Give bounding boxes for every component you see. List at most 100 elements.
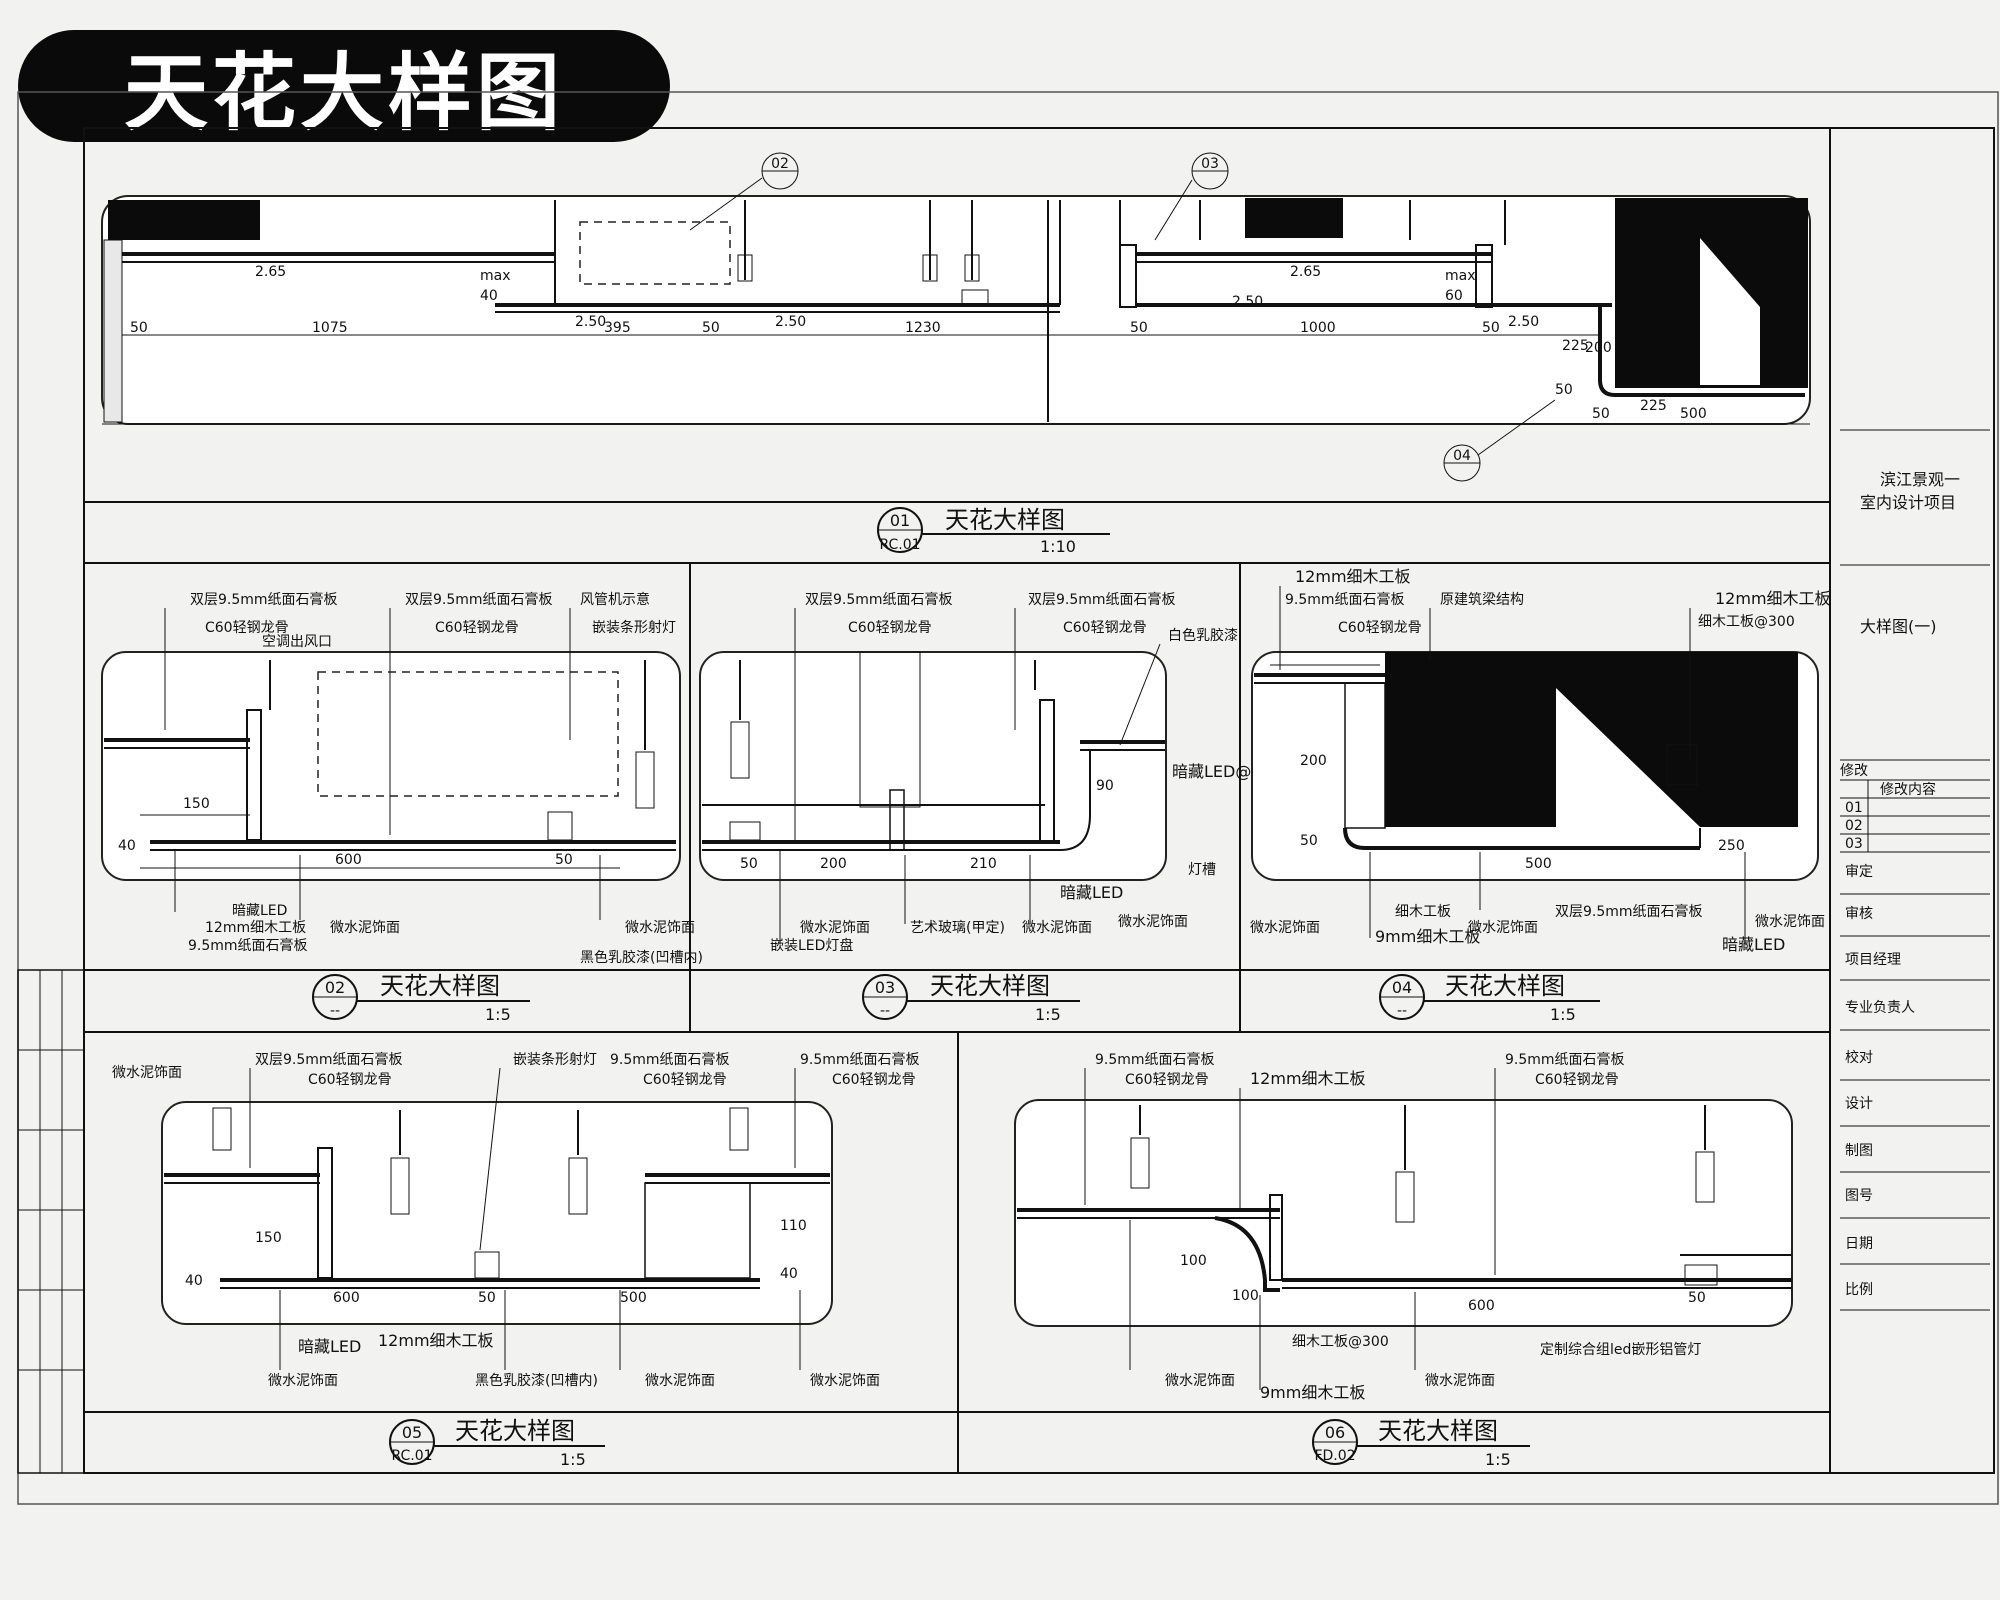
dim-01-r: 2.50 (1508, 314, 1539, 330)
label-02-b: C60轻钢龙骨 (205, 620, 289, 636)
detail-02-name: 天花大样图 (380, 972, 500, 1000)
label-04-a: 12mm细木工板 (1295, 567, 1411, 586)
dim-03-210: 210 (970, 856, 997, 872)
label-05-a: 微水泥饰面 (112, 1065, 182, 1081)
detail-06-ref: FD.02 (1314, 1448, 1355, 1464)
dim-03-200: 200 (820, 856, 847, 872)
detail-03-name: 天花大样图 (930, 972, 1050, 1000)
dim-02-600: 600 (335, 852, 362, 868)
label-05-f: C60轻钢龙骨 (643, 1072, 727, 1088)
detail-02-title: 02 -- 天花大样图 1:5 (312, 972, 530, 1024)
label-03-g: 灯槽 (1188, 862, 1216, 878)
label-05-m: 微水泥饰面 (645, 1373, 715, 1389)
detail-06-name: 天花大样图 (1378, 1417, 1498, 1445)
dim-01-j: 1230 (905, 320, 941, 336)
dim-04-50: 50 (1300, 833, 1318, 849)
tb-row-drawn: 制图 (1845, 1143, 1873, 1159)
label-06-g: 微水泥饰面 (1165, 1373, 1235, 1389)
label-04-d: 原建筑梁结构 (1440, 592, 1524, 608)
sheet-outer-border (17, 91, 1999, 1505)
dim-01-v: 50 (1592, 406, 1610, 422)
detail-03-ref: -- (880, 1003, 890, 1019)
detail-06-section: 100 100 600 50 9.5mm纸面石膏板 C60轻钢龙骨 12mm细木… (1014, 1051, 1793, 1402)
tb-row-date: 日期 (1845, 1236, 1873, 1252)
callout-03-label: 03 (1201, 156, 1219, 172)
detail-03-title: 03 -- 天花大样图 1:5 (862, 972, 1080, 1024)
label-04-f: 细木工板@300 (1698, 614, 1795, 630)
label-03-b: C60轻钢龙骨 (848, 620, 932, 636)
dim-01-f: 2.50 (575, 314, 606, 330)
dim-01-l: 1000 (1300, 320, 1336, 336)
label-03-e: 白色乳胶漆 (1168, 627, 1238, 644)
label-05-k: 微水泥饰面 (268, 1373, 338, 1389)
detail-04-title: 04 -- 天花大样图 1:5 (1379, 972, 1600, 1024)
detail-06-title: 06 FD.02 天花大样图 1:5 (1312, 1417, 1530, 1469)
label-03-j: 艺术玻璃(甲定) (910, 919, 1005, 936)
label-02-e: C60轻钢龙骨 (435, 620, 519, 636)
tb-row-scale: 比例 (1845, 1282, 1873, 1298)
detail-05-ref: RC.01 (391, 1448, 432, 1464)
label-05-h: C60轻钢龙骨 (832, 1072, 916, 1088)
label-03-i: 嵌装LED灯盘 (770, 937, 853, 954)
label-03-a: 双层9.5mm纸面石膏板 (805, 591, 953, 608)
label-06-d: 9.5mm纸面石膏板 (1505, 1051, 1625, 1068)
label-03-h: 微水泥饰面 (800, 920, 870, 936)
dim-01-g: 395 (604, 320, 631, 336)
dim-01-m: 50 (1482, 320, 1500, 336)
tb-row-discipline-lead: 专业负责人 (1845, 1000, 1915, 1016)
dim-05-110: 110 (780, 1218, 807, 1234)
label-04-i: 微水泥饰面 (1468, 920, 1538, 936)
label-03-c: 双层9.5mm纸面石膏板 (1028, 591, 1176, 608)
label-06-c: 12mm细木工板 (1250, 1069, 1366, 1088)
dim-05-40: 40 (185, 1273, 203, 1289)
dim-06-50: 50 (1688, 1290, 1706, 1306)
dim-05-600: 600 (333, 1290, 360, 1306)
dim-01-u: 200 (1585, 340, 1612, 356)
dim-02-50: 50 (555, 852, 573, 868)
detail-01-scale: 1:10 (1040, 537, 1076, 556)
label-02-m: 黑色乳胶漆(凹槽内) (580, 949, 703, 966)
dim-06-100b: 100 (1232, 1288, 1259, 1304)
detail-04-ref: -- (1397, 1003, 1407, 1019)
label-02-g: 嵌装条形射灯 (592, 619, 676, 636)
detail-05-scale: 1:5 (560, 1450, 586, 1469)
detail-01-number: 01 (890, 511, 910, 530)
dim-03-90: 90 (1096, 778, 1114, 794)
dim-04-250: 250 (1718, 838, 1745, 854)
label-06-j: 定制综合组led嵌形铝管灯 (1540, 1342, 1701, 1358)
dim-01-d: 40 (480, 288, 498, 304)
left-signature-strip (17, 969, 85, 1474)
label-02-a: 双层9.5mm纸面石膏板 (190, 591, 338, 608)
label-04-c: C60轻钢龙骨 (1338, 620, 1422, 636)
detail-06-scale: 1:5 (1485, 1450, 1511, 1469)
detail-03-section: 50 200 210 90 双层9.5mm纸面石膏板 C60轻钢龙骨 双层9.5… (699, 591, 1282, 954)
dim-01-e: max (480, 268, 511, 284)
callout-02-label: 02 (771, 156, 789, 172)
dim-05-40b: 40 (780, 1266, 798, 1282)
dim-01-h: 50 (702, 320, 720, 336)
detail-05-title: 05 RC.01 天花大样图 1:5 (389, 1417, 605, 1469)
project-name-line1: 滨江景观一 (1880, 470, 1960, 489)
tb-row-02: 02 (1845, 818, 1863, 834)
tb-row-01: 01 (1845, 800, 1863, 816)
label-06-a: 9.5mm纸面石膏板 (1095, 1051, 1215, 1068)
label-05-d: 嵌装条形射灯 (513, 1051, 597, 1068)
dim-06-100: 100 (1180, 1253, 1207, 1269)
detail-02-scale: 1:5 (485, 1005, 511, 1024)
label-06-f: 细木工板@300 (1292, 1334, 1389, 1350)
detail-04-section: 200 50 500 250 12mm细木工板 9.5mm纸面石膏板 C60轻钢… (1250, 567, 1831, 954)
label-05-b: 双层9.5mm纸面石膏板 (255, 1051, 403, 1068)
sheet-name: 大样图(一) (1860, 617, 1937, 636)
tb-row-check: 校对 (1845, 1049, 1873, 1066)
dim-05-150: 150 (255, 1230, 282, 1246)
dim-01-c: 1075 (312, 320, 348, 336)
detail-05-name: 天花大样图 (455, 1417, 575, 1445)
label-02-i: 12mm细木工板 (205, 920, 306, 936)
tb-row-03: 03 (1845, 836, 1863, 852)
tb-row-review: 审核 (1845, 906, 1873, 922)
label-06-i: 微水泥饰面 (1425, 1373, 1495, 1389)
label-05-n: 微水泥饰面 (810, 1373, 880, 1389)
label-02-d: 双层9.5mm纸面石膏板 (405, 591, 553, 608)
detail-01-title: 01 RC.01 天花大样图 1:10 (877, 506, 1110, 556)
dim-01-s: 225 (1562, 338, 1589, 354)
